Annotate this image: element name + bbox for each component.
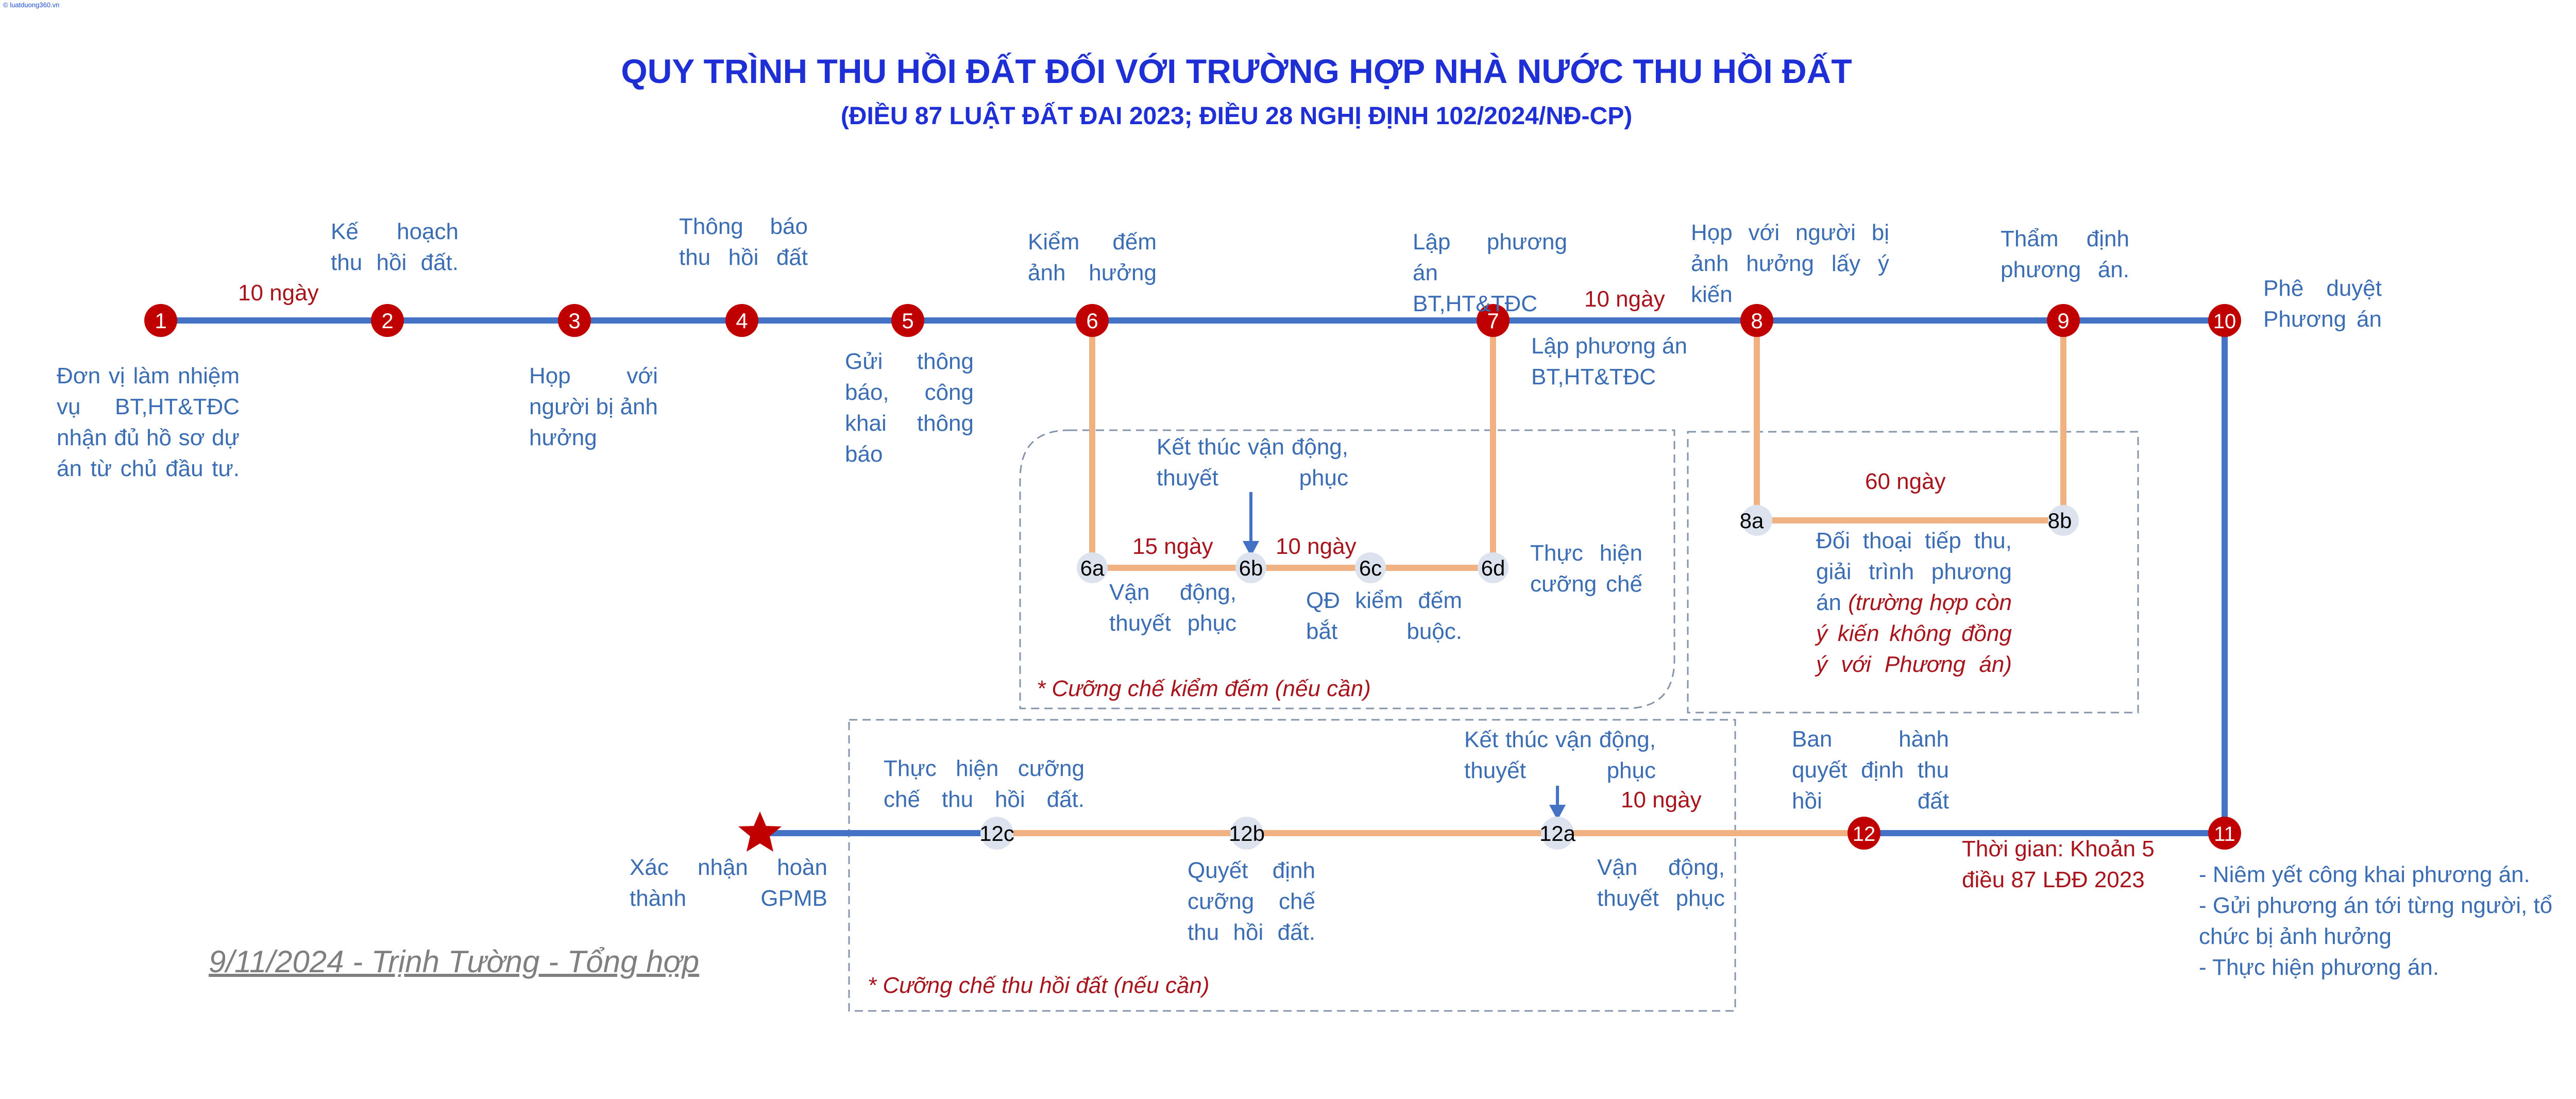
label-step-4: Thông báo thu hồi đất	[679, 214, 808, 270]
node-8a: 8a	[1740, 505, 1772, 536]
node-6d: 6d	[1478, 552, 1509, 583]
label-step-6d: Thực hiện cưỡng chế	[1530, 540, 1642, 597]
node-6c: 6c	[1355, 552, 1386, 583]
svg-text:1: 1	[155, 309, 166, 333]
node-12: 12	[1848, 817, 1880, 850]
svg-text:8a: 8a	[1740, 509, 1764, 533]
label-step-9: Thẩm định phương án.	[2001, 226, 2129, 282]
duration-1-2: 10 ngày	[238, 280, 319, 306]
svg-text:12a: 12a	[1539, 821, 1576, 846]
label-step-8ab-condition: (trường hợp còn ý kiến không đồng ý với …	[1816, 590, 2012, 677]
group-box-enforced-recovery	[848, 719, 1736, 1012]
label-step-2: Kế hoạch thu hồi đất.	[331, 219, 459, 275]
svg-text:6d: 6d	[1481, 556, 1505, 580]
node-6a: 6a	[1077, 552, 1108, 583]
label-step-11: - Niêm yết công khai phương án. - Gửi ph…	[2199, 859, 2576, 983]
label-step-12b: Quyết định cưỡng chế thu hồi đất.	[1188, 858, 1315, 945]
node-12b: 12b	[1229, 817, 1265, 850]
label-step-12a-bottom: Vận động, thuyết phục	[1597, 855, 1725, 911]
step-11-line-3: - Thực hiện phương án.	[2199, 955, 2439, 980]
duration-12a-12: 10 ngày	[1621, 787, 1702, 813]
svg-text:12c: 12c	[979, 821, 1014, 846]
duration-6b-6c: 10 ngày	[1276, 534, 1357, 559]
node-8b: 8b	[2048, 505, 2079, 536]
step-11-line-1: - Niêm yết công khai phương án.	[2199, 862, 2530, 887]
duration-6a-6b: 15 ngày	[1132, 534, 1213, 559]
finish-star-icon	[738, 811, 782, 852]
label-step-1: Đơn vị làm nhiệm vụ BT,HT&TĐC nhận đủ hồ…	[57, 363, 240, 481]
node-2: 2	[371, 304, 404, 337]
label-step-6: Kiểm đếm ảnh hưởng	[1028, 229, 1157, 285]
label-gpmb-done: Xác nhận hoàn thành GPMB	[630, 855, 827, 911]
svg-text:7: 7	[1487, 309, 1499, 333]
svg-text:12: 12	[1853, 823, 1876, 846]
node-12c: 12c	[979, 817, 1014, 850]
node-8: 8	[1740, 304, 1773, 337]
svg-text:6c: 6c	[1359, 556, 1382, 580]
node-7: 7	[1477, 304, 1510, 337]
svg-text:6a: 6a	[1080, 556, 1105, 580]
node-5: 5	[891, 304, 924, 337]
label-step-12c: Thực hiện cưỡng chế thu hồi đất.	[884, 756, 1084, 812]
node-3: 3	[558, 304, 591, 337]
group-box-enforced-inventory	[1019, 429, 1675, 709]
label-step-6a: Vận động, thuyết phục	[1109, 580, 1236, 636]
node-4: 4	[725, 304, 758, 337]
label-step-5: Gửi thông báo, công khai thông báo	[845, 349, 974, 467]
svg-text:6b: 6b	[1239, 556, 1263, 580]
node-10: 10	[2208, 304, 2241, 337]
node-1: 1	[144, 304, 177, 337]
label-time-note: Thời gian: Khoản 5 điều 87 LĐĐ 2023	[1962, 836, 2155, 892]
label-step-3: Họp với người bị ảnh hưởng	[529, 363, 658, 450]
node-12a: 12a	[1539, 817, 1576, 850]
node-6: 6	[1076, 304, 1109, 337]
svg-text:8b: 8b	[2048, 509, 2072, 533]
footer-credit: 9/11/2024 - Trịnh Tường - Tổng hợp	[209, 944, 700, 979]
label-step-7-bottom: Lập phương án BT,HT&TĐC	[1531, 333, 1687, 390]
svg-text:12b: 12b	[1229, 821, 1265, 846]
page-title: QUY TRÌNH THU HỒI ĐẤT ĐỐI VỚI TRƯỜNG HỢP…	[621, 52, 1852, 90]
label-step-8ab-text: Đối thoại tiếp thu, giải trình phương án	[1816, 528, 2012, 615]
group-box-dialogue	[1687, 431, 2139, 714]
label-step-7-top: Lập phương án BT,HT&TĐC	[1413, 229, 1567, 316]
svg-text:8: 8	[1751, 309, 1762, 333]
label-step-8: Họp với người bị ảnh hưởng lấy ý kiến	[1691, 220, 1889, 307]
svg-text:9: 9	[2057, 309, 2069, 333]
label-step-8ab: Đối thoại tiếp thu, giải trình phương án…	[1816, 526, 2012, 680]
duration-8a-8b: 60 ngày	[1865, 469, 1946, 494]
svg-text:3: 3	[568, 309, 580, 333]
label-step-12: Ban hành quyết định thu hồi đất	[1792, 726, 1949, 814]
note-enforced-inventory: * Cưỡng chế kiểm đếm (nếu cần)	[1037, 676, 1371, 701]
svg-text:4: 4	[736, 309, 748, 333]
duration-7-8: 10 ngày	[1584, 286, 1665, 312]
svg-text:2: 2	[381, 309, 393, 333]
note-enforced-recovery: * Cưỡng chế thu hồi đất (nếu cần)	[868, 973, 1210, 998]
node-6b: 6b	[1235, 552, 1266, 583]
arrow-6b-icon	[1243, 492, 1259, 556]
step-11-line-2: - Gửi phương án tới từng người, tổ chức …	[2199, 893, 2553, 949]
label-step-12a-top: Kết thúc vận động, thuyết phục	[1464, 727, 1656, 783]
label-step-10: Phê duyệt Phương án	[2263, 276, 2382, 332]
watermark: © luatduong360.vn	[3, 1, 60, 9]
svg-text:5: 5	[902, 309, 913, 333]
page-subtitle: (ĐIỀU 87 LUẬT ĐẤT ĐAI 2023; ĐIỀU 28 NGHỊ…	[840, 103, 1633, 130]
node-11: 11	[2208, 817, 2241, 850]
svg-text:6: 6	[1086, 309, 1098, 333]
arrow-12a-icon	[1549, 786, 1566, 820]
label-step-6c: QĐ kiểm đếm bắt buộc.	[1306, 588, 1462, 644]
node-9: 9	[2047, 304, 2080, 337]
svg-text:10: 10	[2213, 310, 2236, 333]
label-step-6b: Kết thúc vận động, thuyết phục	[1157, 434, 1348, 491]
svg-text:11: 11	[2214, 823, 2235, 846]
